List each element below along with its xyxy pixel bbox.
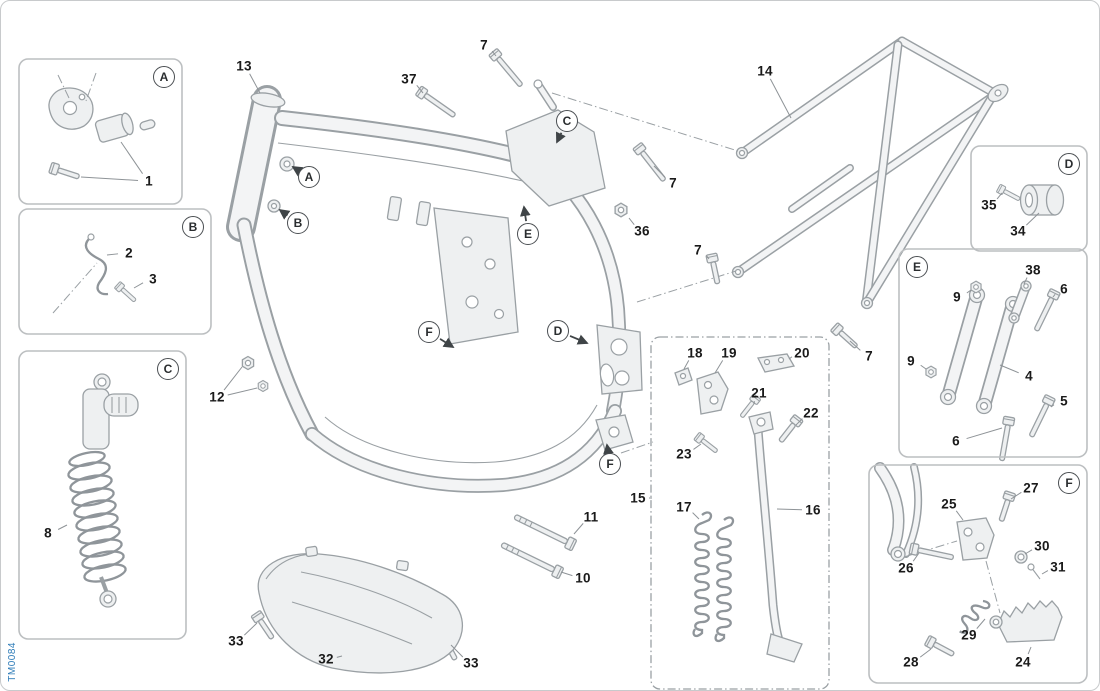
leader-line [966, 427, 1003, 440]
leader-line [955, 510, 964, 521]
inset-a-drawing [48, 72, 156, 183]
footpeg-drawing [874, 462, 1063, 660]
frame-drawing [226, 79, 643, 493]
leader-line [57, 524, 68, 530]
inset-box-E [898, 248, 1088, 458]
leader-line [1052, 293, 1056, 298]
leader-line [653, 165, 666, 178]
linkage-drawing [925, 280, 1062, 463]
leader-line [706, 255, 710, 260]
leader-line [573, 523, 584, 535]
badge-arrow [603, 443, 614, 455]
inset-box-sidestand [650, 336, 830, 690]
sidestand-drawing [674, 353, 804, 663]
connector-lines [551, 92, 739, 454]
leader-line [133, 282, 144, 289]
leader-line [996, 192, 1003, 200]
leader-line [336, 655, 343, 658]
leader-line [244, 622, 258, 636]
leader-line [683, 360, 690, 370]
inset-d-drawing [995, 183, 1065, 216]
leader-line [919, 648, 932, 658]
leader-line [693, 443, 702, 450]
inset-box-A [18, 58, 183, 205]
leader-line [227, 387, 258, 396]
badge-arrow [291, 166, 304, 177]
leader-line [1050, 404, 1055, 408]
leader-line [714, 360, 724, 374]
inset-box-B [18, 208, 212, 335]
badge-arrow [569, 334, 589, 345]
inset-b-drawing [52, 233, 139, 314]
leader-line [628, 217, 635, 225]
leader-line [223, 366, 243, 391]
inset-box-C [18, 350, 187, 640]
leader-line [491, 50, 497, 57]
leader-line [80, 176, 139, 181]
badge-arrow [555, 131, 566, 144]
inset-box-D [970, 145, 1088, 252]
leader-line [416, 85, 424, 94]
inset-box-F [868, 464, 1088, 684]
leader-line [120, 141, 143, 174]
leader-line [795, 418, 803, 426]
leader-line [912, 552, 920, 562]
leader-line [450, 644, 464, 658]
badge-arrow [519, 205, 531, 222]
watermark-code: TM0084 [7, 642, 18, 682]
leader-line [1041, 570, 1049, 575]
leader-line [776, 508, 803, 511]
leader-line [966, 289, 972, 294]
subframe-drawing [731, 36, 1009, 310]
badge-arrow [278, 208, 291, 220]
leader-line [560, 571, 573, 577]
leader-line [849, 340, 861, 351]
leader-line [106, 253, 119, 256]
skidplate-drawing [257, 545, 463, 674]
leader-line [1010, 491, 1022, 500]
leader-line [692, 512, 700, 520]
leader-line [920, 364, 927, 370]
leader-line [249, 73, 261, 94]
badge-arrow [439, 337, 455, 348]
leader-line [1027, 646, 1032, 655]
leader-line [788, 356, 793, 360]
leader-line [1026, 212, 1040, 226]
leader-line [1024, 549, 1033, 555]
leader-line [976, 618, 986, 629]
leader-line [1023, 277, 1028, 285]
leader-line [769, 78, 792, 119]
leader-line [999, 364, 1019, 374]
shock-drawing [67, 373, 139, 608]
